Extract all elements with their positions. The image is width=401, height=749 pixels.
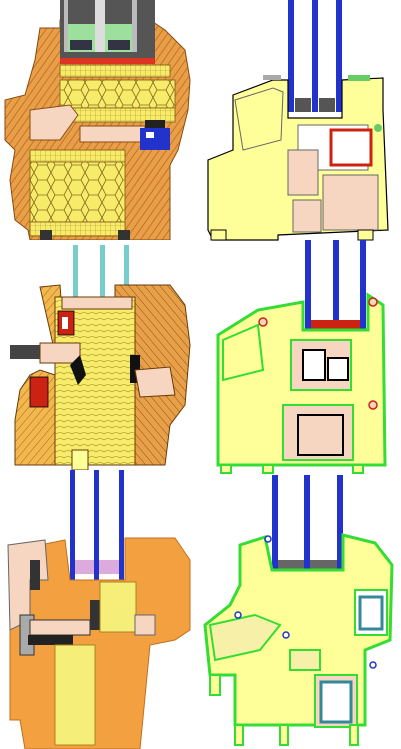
reinforcement-lower: [319, 680, 353, 724]
seal-blue: [140, 128, 170, 150]
section-pvc-frame-yellow: [203, 0, 401, 245]
reinforcement-upper: [358, 595, 384, 631]
section-wood-insulated-frame: [0, 0, 195, 240]
steel-reinforcement: [329, 128, 373, 167]
seal-red-lower: [29, 376, 49, 408]
reinforcement-lower: [297, 414, 344, 456]
section-wood-laminated-frame: [0, 245, 195, 470]
section-pvc-frame-green-outline: [203, 240, 401, 475]
section-pvc-frame-double-reinforced: [200, 475, 401, 749]
pvc-frame-double-reinforced-drawing: [203, 475, 394, 746]
wood-insulated-frame-drawing: [4, 0, 191, 240]
pvc-frame-yellow-drawing: [207, 0, 389, 241]
wood-laminated-frame-drawing: [10, 245, 191, 470]
wood-orange-frame-drawing: [7, 470, 191, 749]
section-wood-orange-frame: [0, 470, 195, 749]
pvc-frame-green-outline-drawing: [216, 240, 387, 474]
reinforcement-upper: [302, 349, 326, 381]
